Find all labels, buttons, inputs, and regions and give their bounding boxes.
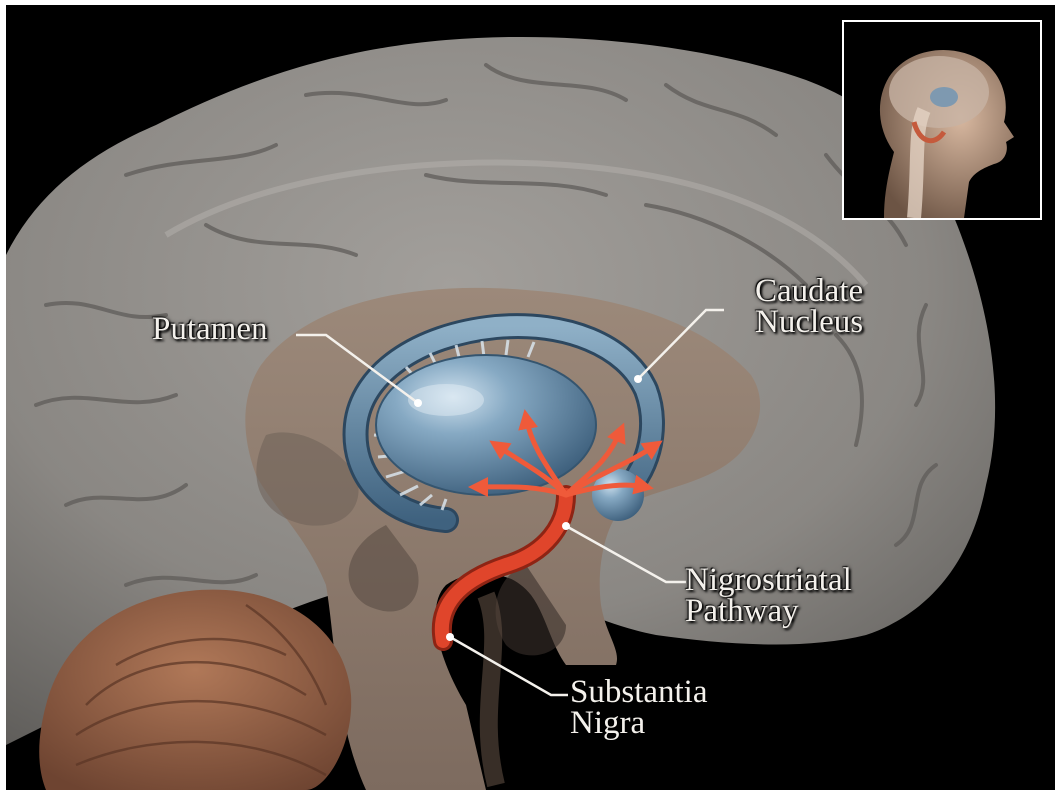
- label-nigrostriatal-line1: Nigrostriatal: [685, 565, 852, 596]
- label-substantia-line1: Substantia: [570, 677, 708, 708]
- head-with-brain-icon: [844, 22, 1040, 218]
- putamen: [376, 355, 596, 495]
- label-caudate-line2: Nucleus: [755, 307, 863, 338]
- label-putamen-text: Putamen: [152, 314, 267, 345]
- label-nigrostriatal-pathway: Nigrostriatal Pathway: [685, 565, 852, 627]
- label-caudate-nucleus: Caudate Nucleus: [755, 276, 863, 338]
- label-substantia-line2: Nigra: [570, 708, 708, 739]
- label-putamen: Putamen: [152, 314, 267, 345]
- inset-head-thumbnail: [842, 20, 1042, 220]
- label-caudate-line1: Caudate: [755, 276, 863, 307]
- label-nigrostriatal-line2: Pathway: [685, 596, 852, 627]
- label-substantia-nigra: Substantia Nigra: [570, 677, 708, 739]
- illustration-frame: [6, 5, 1055, 790]
